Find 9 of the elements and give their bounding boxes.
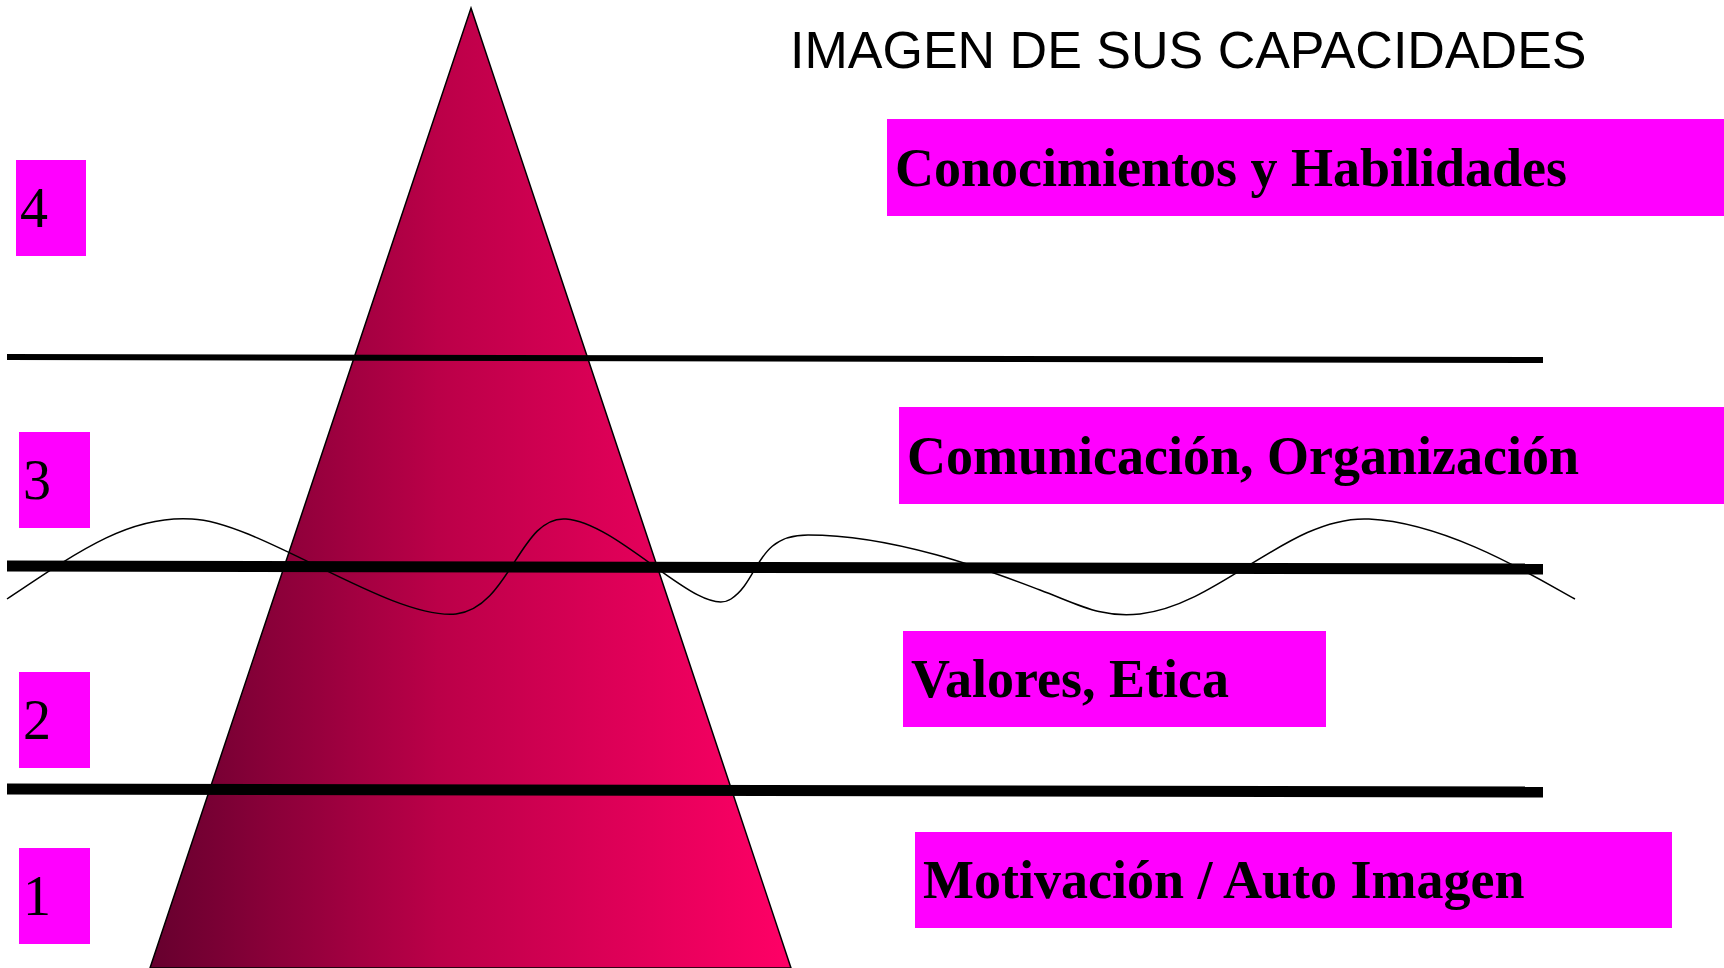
level-label: Comunicación, Organización	[899, 407, 1724, 504]
level-label: Conocimientos y Habilidades	[887, 119, 1724, 216]
level-number: 3	[19, 432, 90, 528]
level-number: 4	[16, 160, 86, 256]
level-label: Valores, Etica	[903, 631, 1326, 727]
level-label: Motivación / Auto Imagen	[915, 832, 1672, 928]
title: IMAGEN DE SUS CAPACIDADES	[790, 20, 1587, 80]
level-number: 2	[19, 672, 90, 768]
level-number: 1	[19, 848, 90, 944]
